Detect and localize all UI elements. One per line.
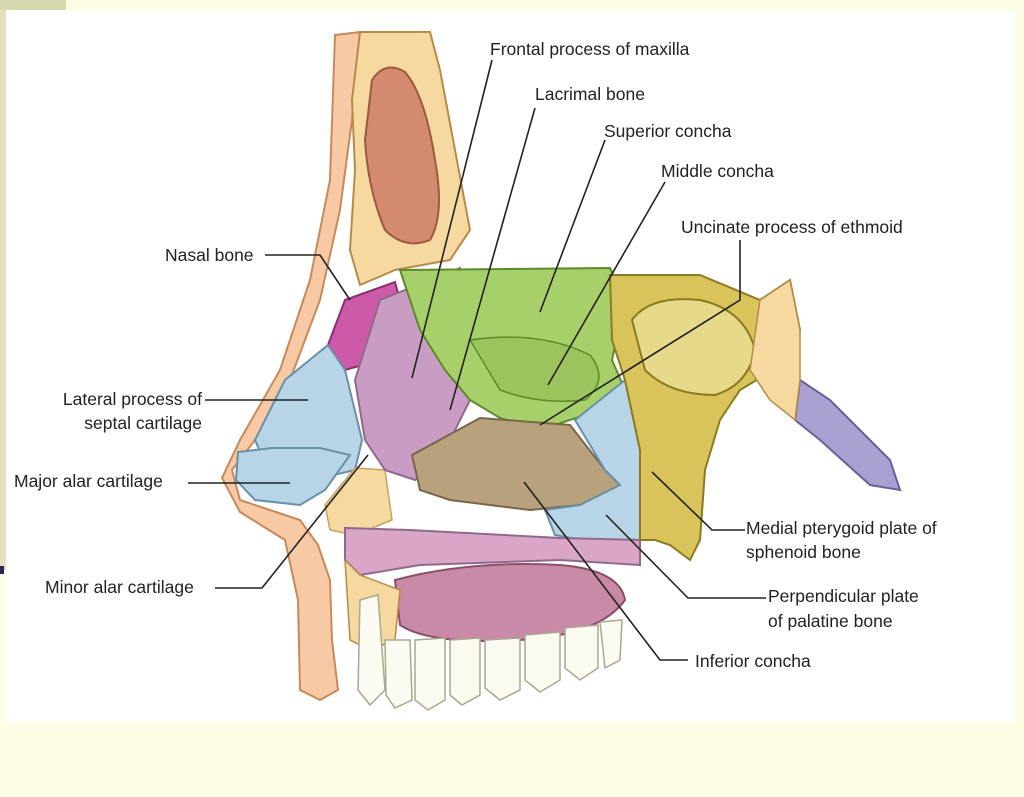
major-alar-shape — [234, 447, 352, 507]
label-inferior-concha: Inferior concha — [695, 651, 811, 671]
label-medial-pterygoid-line1: Medial pterygoid plate of — [746, 518, 937, 538]
label-nasal-bone: Nasal bone — [165, 245, 254, 265]
label-major-alar: Major alar cartilage — [14, 471, 163, 491]
corner-mark — [0, 0, 66, 10]
frontal-sinus — [363, 66, 440, 245]
nose-skin — [220, 30, 362, 702]
label-superior-concha: Superior concha — [604, 121, 732, 141]
label-perpendicular-plate-line1: Perpendicular plate — [768, 586, 919, 606]
label-frontal-process: Frontal process of maxilla — [490, 39, 690, 59]
label-lacrimal-bone: Lacrimal bone — [535, 84, 645, 104]
teeth-row — [357, 594, 623, 711]
minor-alar-shape — [324, 467, 393, 536]
label-minor-alar: Minor alar cartilage — [45, 577, 194, 597]
slide-side-bar — [0, 10, 6, 570]
label-lateral-process-line2: septal cartilage — [84, 413, 202, 433]
label-perpendicular-plate-line2: of palatine bone — [768, 611, 893, 631]
pterygoid-region — [793, 378, 902, 492]
label-medial-pterygoid-line2: sphenoid bone — [746, 542, 861, 562]
label-uncinate-process: Uncinate process of ethmoid — [681, 217, 903, 237]
label-lateral-process-line1: Lateral process of — [62, 389, 202, 409]
slide-edge-tick — [0, 566, 4, 574]
leader-lines — [188, 59, 766, 661]
label-middle-concha: Middle concha — [661, 161, 774, 181]
posterior-bone — [749, 278, 801, 422]
